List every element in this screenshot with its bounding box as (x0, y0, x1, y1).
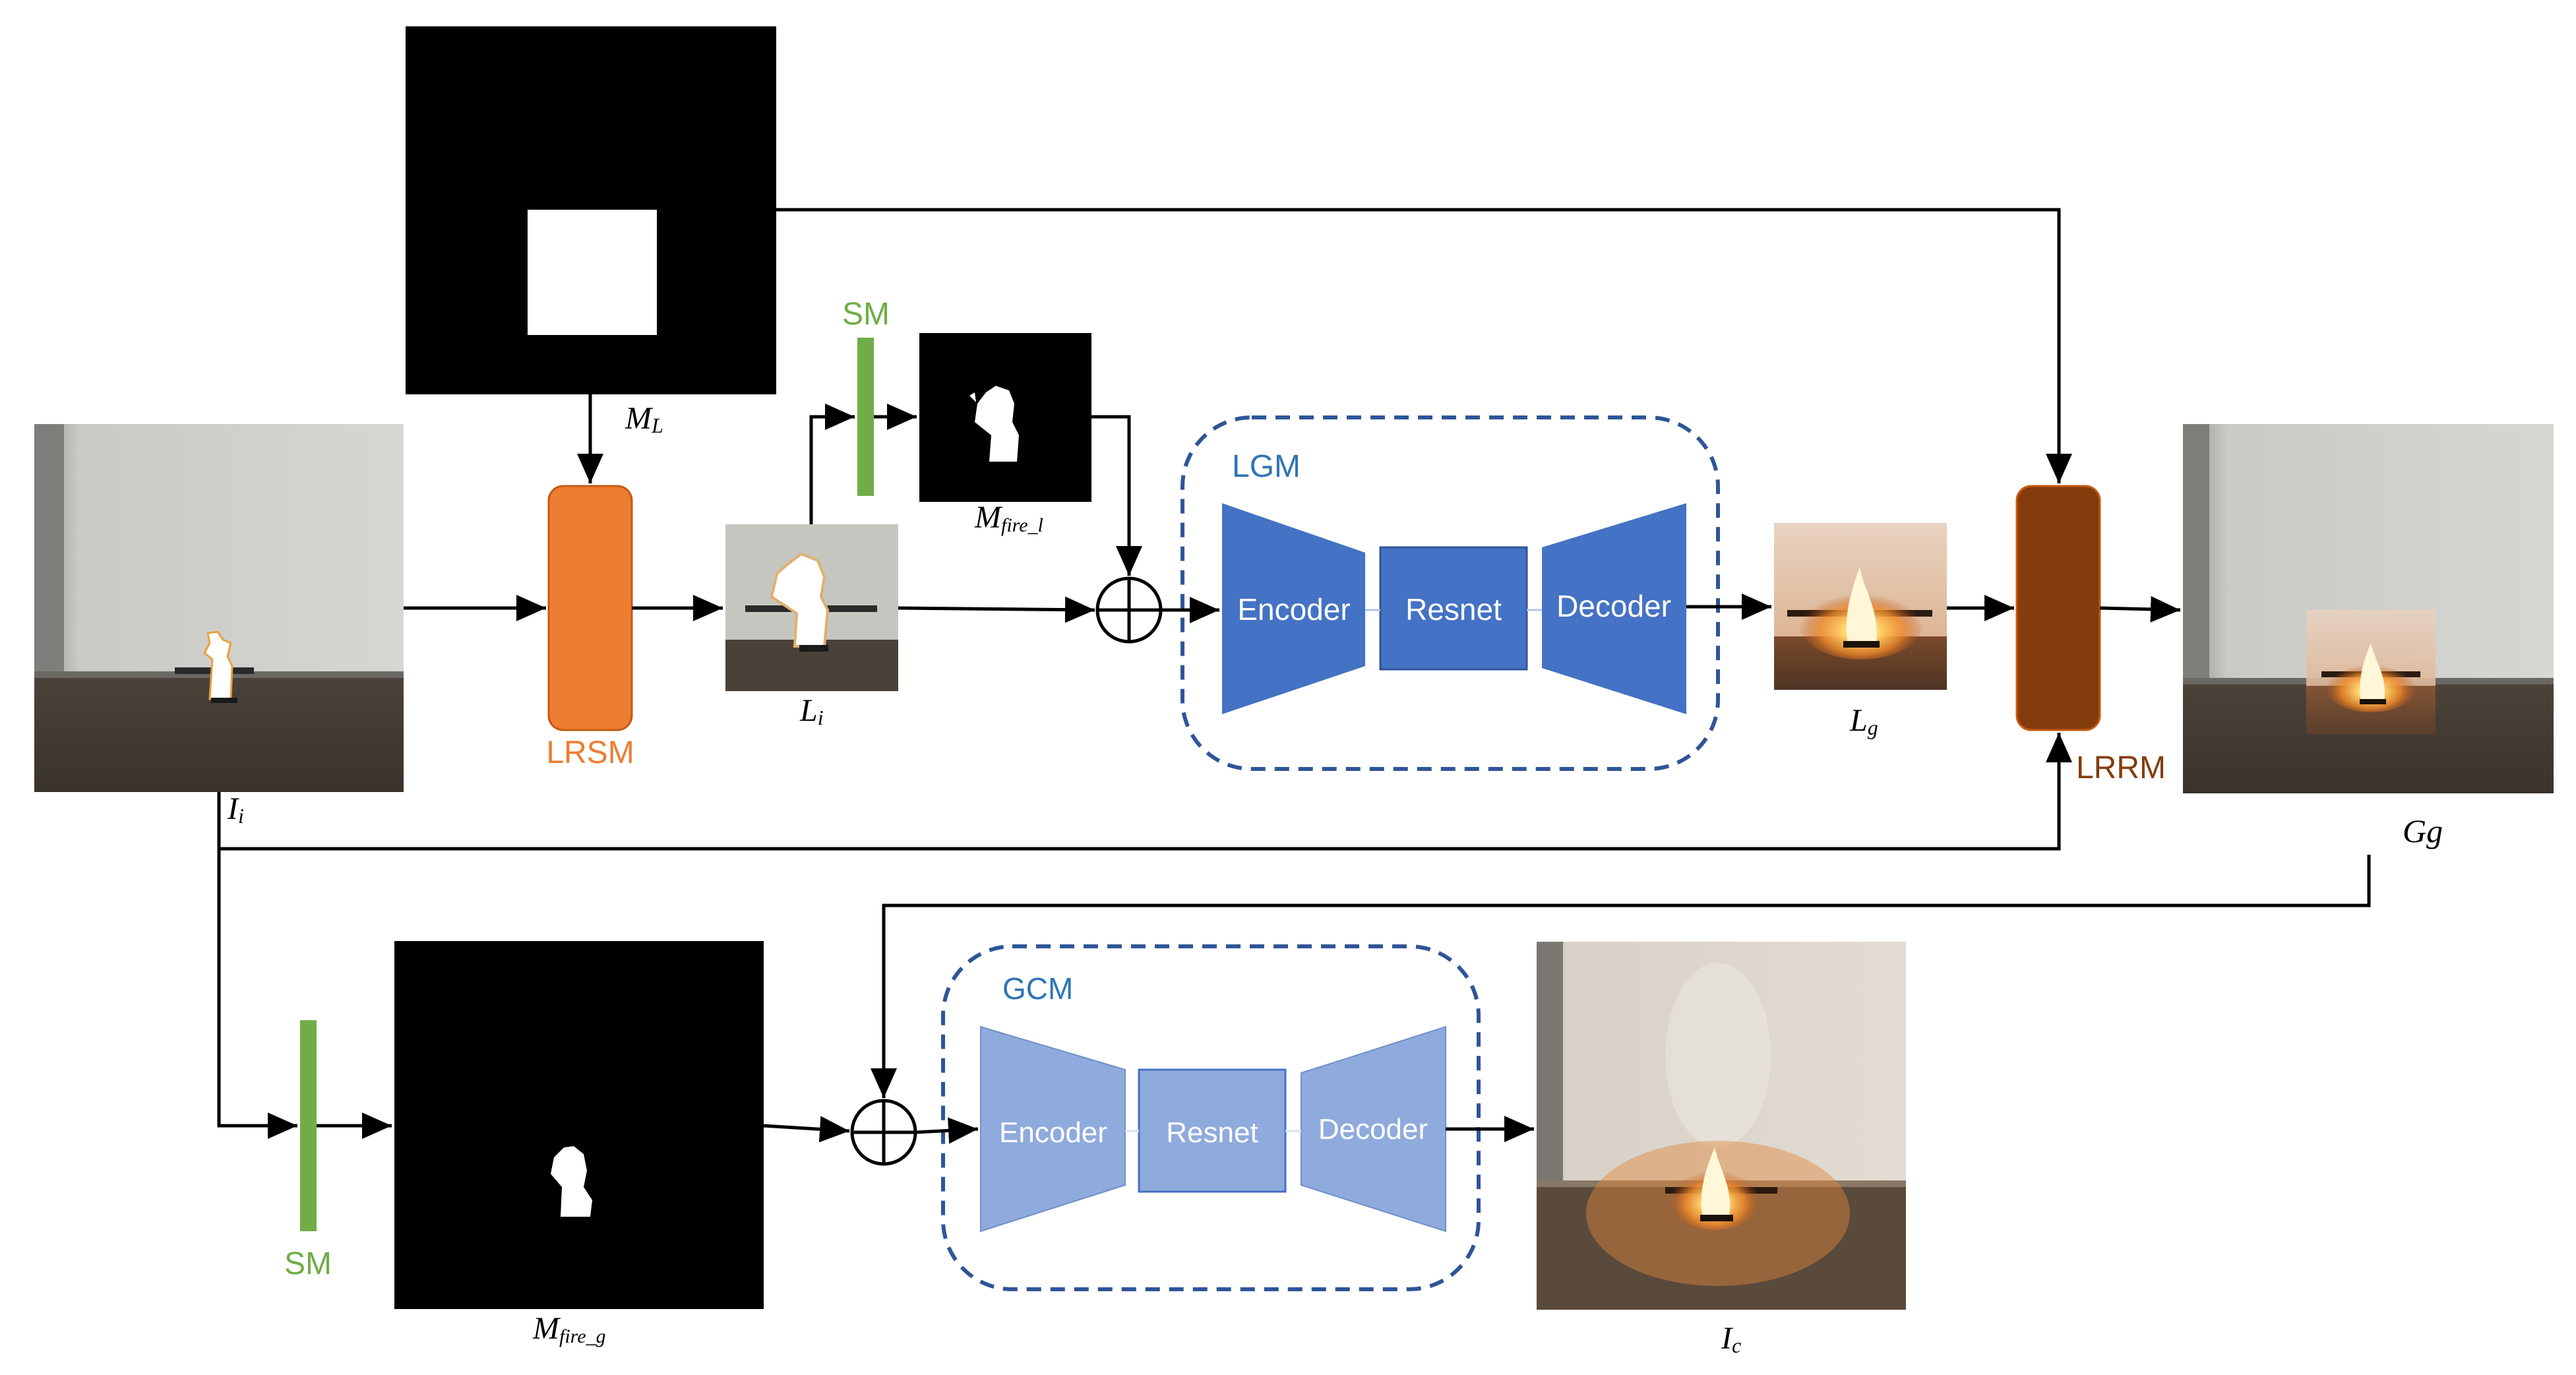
lgm-resnet-label: Resnet (1405, 592, 1502, 626)
lrrm-block (2015, 485, 2101, 731)
lgm-resnet-block (1379, 546, 1528, 671)
ii-caption: Ii (227, 791, 244, 828)
gcm-decoder-label: Decoder (1318, 1113, 1428, 1146)
arrow-mfire-g-to-sum (763, 1116, 850, 1143)
lrsm-label: LRSM (546, 735, 634, 770)
lgm-dashed-border (1181, 415, 1720, 771)
sum-node-bottom-circle-plus-icon (850, 1099, 917, 1166)
lgm-decoder-block (1542, 503, 1686, 714)
gcm-decoder-block (1301, 1025, 1446, 1233)
lgm-encoder-label: Encoder (1237, 592, 1350, 626)
sm-top-label: SM (842, 297, 890, 332)
arrow-ml-to-lrrm (776, 208, 2072, 483)
arrow-ii-to-sm-bottom (217, 849, 297, 1139)
lgm-decoder-label: Decoder (1556, 589, 1671, 623)
mfire-g-mask-image (394, 941, 764, 1309)
gcm-resnet-label: Resnet (1166, 1116, 1258, 1149)
gcm-encoder-block (980, 1025, 1126, 1233)
sm-bottom-label: SM (284, 1246, 332, 1281)
sm-bar-bottom (300, 1020, 317, 1231)
gcm-resnet-block (1138, 1068, 1287, 1193)
lgm-encoder-block (1222, 503, 1365, 714)
arrow-mfire-l-to-sum (1091, 415, 1142, 576)
arrow-li-to-sm (809, 404, 855, 524)
arrow-li-to-sum (898, 596, 1095, 623)
gcm-dashed-border (941, 944, 1481, 1291)
gg-caption: Gg (2403, 812, 2443, 849)
arrow-lrrm-to-gg (2099, 596, 2181, 623)
mfire-l-caption: Mfire_l (974, 500, 1043, 536)
global-generated-image-gg (2183, 424, 2554, 793)
gcm-encoder-label: Encoder (999, 1116, 1107, 1149)
ic-caption: Ic (1721, 1321, 1741, 1357)
input-image-ii (34, 424, 404, 792)
sum-node-top-circle-plus-icon (1095, 576, 1163, 644)
local-crop-image-li (725, 524, 898, 691)
li-caption: Li (799, 693, 824, 729)
lgm-title: LGM (1232, 449, 1301, 484)
ml-mask-image (406, 26, 776, 394)
gcm-title: GCM (1002, 971, 1073, 1006)
arrow-gg-to-sum (871, 855, 2371, 1098)
ml-caption: ML (625, 401, 663, 437)
mfire-g-caption: Mfire_g (532, 1311, 606, 1347)
sm-bar-top (857, 338, 874, 496)
lg-caption: Lg (1849, 703, 1878, 739)
lrsm-block (547, 485, 633, 731)
mfire-l-mask-image (919, 333, 1091, 502)
lrrm-label: LRRM (2076, 750, 2166, 785)
composited-image-ic (1537, 942, 1906, 1310)
local-generated-image-lg (1774, 523, 1947, 690)
arrow-ii-to-lrrm (217, 733, 2072, 851)
arrow-sum-to-gcm-encoder (915, 1117, 979, 1144)
connectors (217, 208, 2371, 1144)
